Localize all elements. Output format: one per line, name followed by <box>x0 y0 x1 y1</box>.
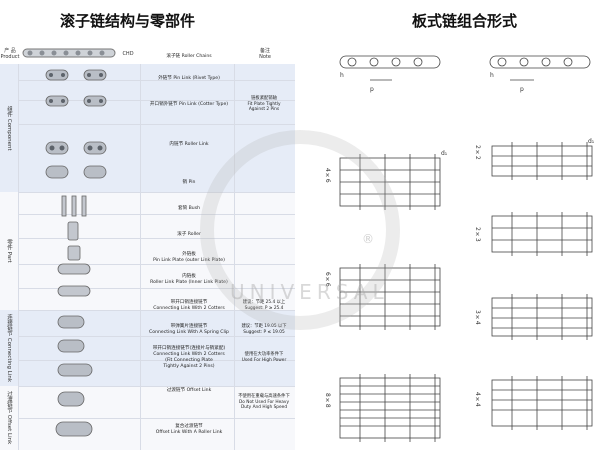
table-header: 产 品 Product CHD 备注 Note <box>0 42 295 65</box>
offset-link-images <box>55 391 93 437</box>
label-d1-b: d₁ <box>588 138 595 145</box>
note-connecting-spring-clip: 建议：节距 19.05 以下 Suggest: P ≤ 19.05 <box>241 324 287 335</box>
row-offset-roller-link: 复合过渡链节 Offset Link With A Roller Link <box>155 424 223 435</box>
row-offset-link: 过渡链节 Offset Link <box>166 388 212 393</box>
component-images <box>45 69 107 179</box>
header-product: 产 品 Product <box>0 48 20 60</box>
combo-4x4: 4×4 <box>474 392 481 407</box>
right-title: 板式链组合形式 <box>412 12 518 30</box>
row-roller-link: 内链节 Roller Link <box>169 142 209 147</box>
row-connecting-cotters: 带开口销连接链节 Connecting Link With 2 Cotters <box>153 300 225 311</box>
row-roller-link-plate: 内链板 Roller Link Plate (Inner Link Plate) <box>150 274 228 285</box>
group-connecting: 连接链节 Connecting Link <box>6 313 12 382</box>
combo-6x6: 6×6 <box>324 272 331 287</box>
row-bush: 套筒 Bush <box>177 206 201 211</box>
part-images <box>57 195 91 297</box>
group-part: 零件 Part <box>6 239 12 263</box>
chain-strip-image <box>22 48 116 58</box>
header-note: 备注 Note <box>259 48 271 60</box>
note-connecting-fit: 使用在大功率条件下 Used For High Power <box>241 352 287 363</box>
row-roller-chains: 滚子链 Roller Chains <box>166 54 212 59</box>
row-connecting-spring-clip: 带弹簧片连接链节 Connecting Link With A Spring C… <box>149 324 229 335</box>
combination-diagrams <box>339 55 593 442</box>
parts-table: 产 品 Product CHD 备注 Note 组件 Component 零件 … <box>0 42 295 450</box>
label-h-left: h <box>340 72 344 79</box>
combo-4x6: 4×6 <box>324 168 331 183</box>
row-pin-link-rivet: 外链节 Pin Link (Rivet Type) <box>158 76 220 81</box>
watermark-registered-mark: ® <box>362 232 374 246</box>
header-code: CHD <box>122 51 134 57</box>
group-component: 组件 Component <box>6 105 12 151</box>
combo-2x2: 2×2 <box>474 145 481 160</box>
row-connecting-fit: 带开口销连接链节(连接片与销紧配) Connecting Link With 2… <box>152 346 226 369</box>
combo-2x3: 2×3 <box>474 227 481 242</box>
left-title: 滚子链结构与零部件 <box>60 12 196 30</box>
note-pin-link-cotter: 链板紧配销轴 Fit Plate Tightly Against 2 Pins <box>247 96 281 112</box>
label-d1-a: d₁ <box>441 150 448 157</box>
connecting-link-images <box>57 315 93 377</box>
connecting-band <box>0 310 295 386</box>
combo-8x8: 8×8 <box>324 393 331 408</box>
group-offset: 过渡链节 Offset Link <box>6 391 12 445</box>
label-p-right: p <box>520 86 524 93</box>
label-p-left: p <box>370 86 374 93</box>
note-connecting-cotters: 建议：节距 25.4 以上 Suggest: P ≥ 25.4 <box>242 300 286 311</box>
combo-3x4: 3×4 <box>474 310 481 325</box>
label-h-right: h <box>490 72 494 79</box>
row-roller: 滚子 Roller <box>177 232 201 237</box>
row-pin-link-cotter: 开口销外链节 Pin Link (Cotter Type) <box>149 102 229 107</box>
row-pin-link-plate: 外链板 Pin Link Plate (outer Link Plate) <box>153 252 225 263</box>
part-band <box>0 192 295 310</box>
note-offset-link: 不使用在重载与高速条件下 Do Not Used For Heavy Duty … <box>238 394 290 410</box>
row-pin: 销 Pin <box>182 180 196 185</box>
